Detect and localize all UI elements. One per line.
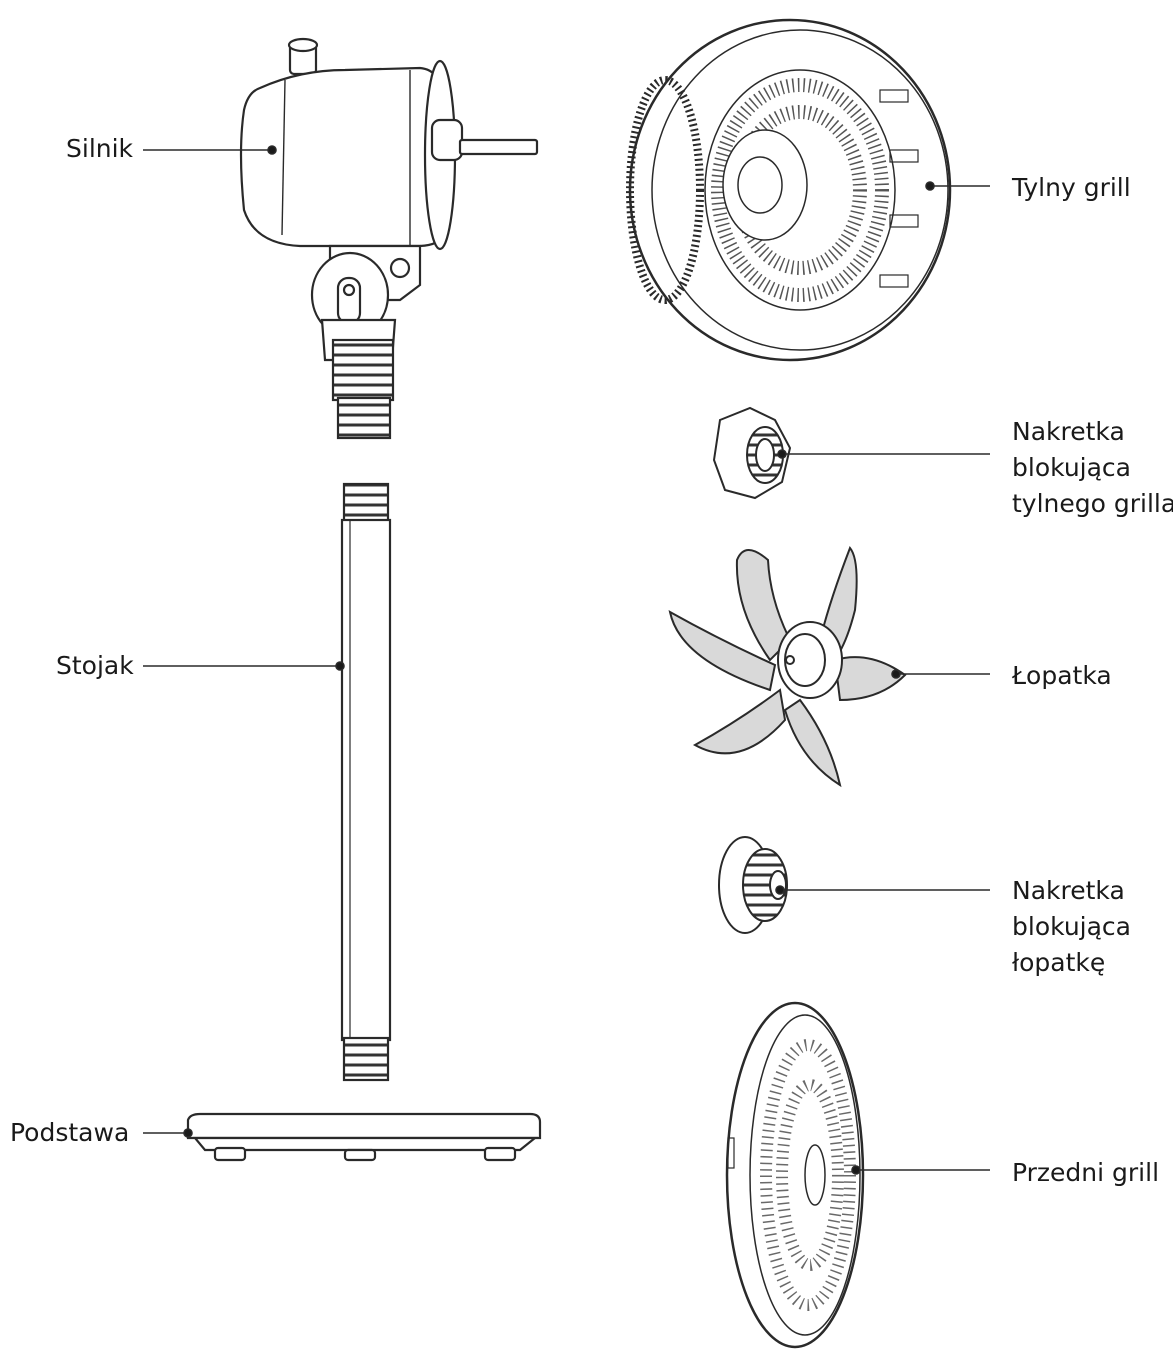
label-rear-grill-lock-nut: Nakretka blokująca tylnego grilla: [1012, 414, 1173, 522]
label-rear-grill-lock-nut-line-3: tylnego grilla: [1012, 489, 1173, 518]
front-grill-illustration: [725, 1001, 865, 1349]
label-base: Podstawa: [10, 1118, 130, 1147]
motor-illustration: [239, 37, 539, 440]
label-blade-lock-nut-line-2: blokująca: [1012, 912, 1131, 941]
rear-grill-lock-nut-illustration: [712, 406, 792, 500]
label-blade: Łopatka: [1012, 661, 1112, 690]
label-blade-lock-nut-line-3: łopatkę: [1012, 948, 1106, 977]
rear-grill-illustration: [626, 18, 952, 362]
label-blade-lock-nut: Nakretka blokująca łopatkę: [1012, 873, 1131, 981]
label-motor: Silnik: [66, 134, 134, 163]
label-blade-lock-nut-line-1: Nakretka: [1012, 876, 1125, 905]
base-illustration: [186, 1112, 542, 1162]
pole-illustration: [340, 482, 392, 1082]
label-pole: Stojak: [56, 651, 134, 680]
blade-illustration: [668, 546, 907, 788]
label-rear-grill-lock-nut-line-2: blokująca: [1012, 453, 1131, 482]
leader-lines: [143, 145, 990, 1175]
label-front-grill: Przedni grill: [1012, 1158, 1160, 1187]
label-rear-grill-lock-nut-line-1: Nakretka: [1012, 417, 1125, 446]
label-rear-grill: Tylny grill: [1012, 173, 1131, 202]
blade-lock-nut-illustration: [718, 836, 788, 934]
